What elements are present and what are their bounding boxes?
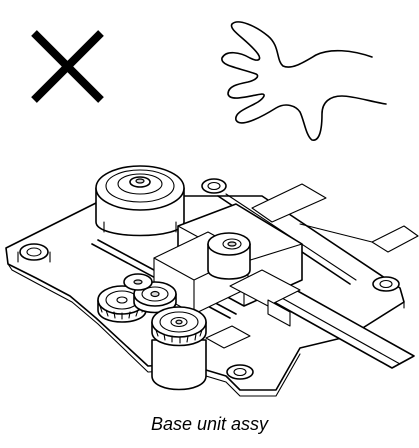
base-unit-assembly — [5, 165, 419, 397]
side-bracket — [205, 299, 291, 349]
x-mark-icon — [31, 30, 104, 103]
figure-caption: Base unit assy — [150, 414, 269, 434]
gear-small — [123, 273, 153, 291]
mount-hole-right — [372, 276, 400, 292]
mount-hole-left — [17, 243, 51, 263]
flat-cable-upper — [251, 183, 419, 253]
flat-cable-lower — [229, 269, 415, 369]
sled-motor-gear — [151, 306, 207, 391]
mount-hole-bottom — [226, 364, 254, 380]
pickup-lens — [207, 232, 251, 280]
mount-hole-top-right — [201, 178, 227, 194]
hand-icon — [221, 21, 387, 141]
spindle-turntable — [95, 165, 185, 237]
